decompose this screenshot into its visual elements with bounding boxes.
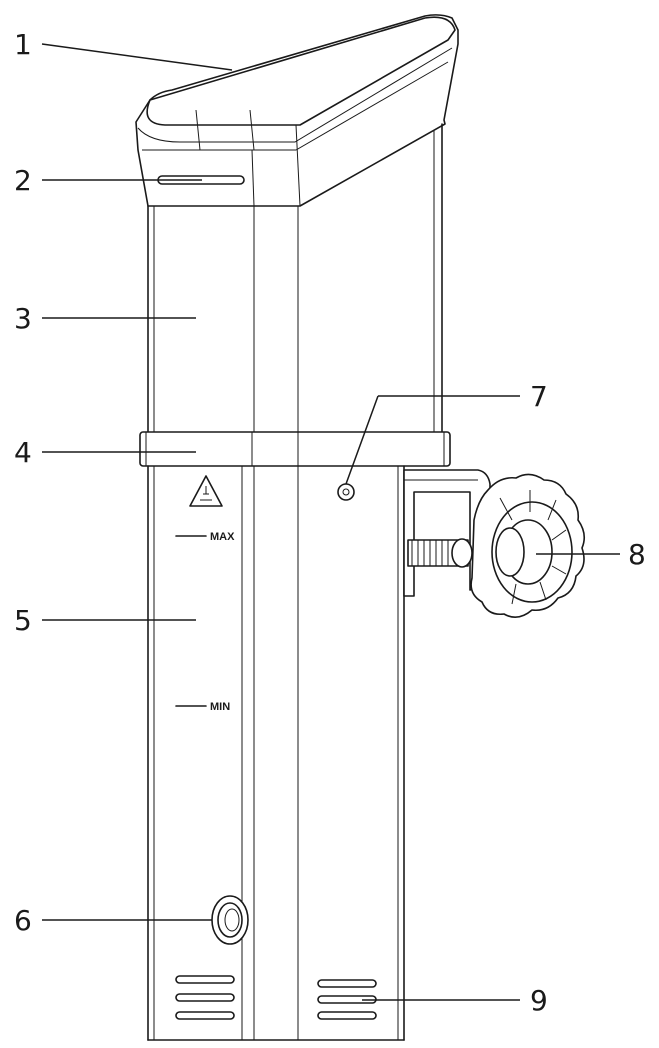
side-button: [211, 895, 249, 945]
callout-9: 9: [530, 984, 548, 1017]
collar-ring: [139, 431, 451, 467]
max-label: MAX: [210, 531, 235, 543]
lower-housing: [147, 465, 405, 1041]
callout-4: 4: [14, 436, 32, 469]
min-label: MIN: [210, 701, 230, 713]
callout-7: 7: [530, 380, 548, 413]
screw: [337, 483, 355, 501]
callout-5: 5: [14, 604, 32, 637]
upper-housing: [147, 123, 443, 435]
callout-8: 8: [628, 538, 646, 571]
callout-1: 1: [14, 28, 32, 61]
leader-7: [345, 395, 379, 485]
leader-1: [41, 43, 233, 71]
callout-3: 3: [14, 302, 32, 335]
callout-2: 2: [14, 164, 32, 197]
top-cap: [135, 14, 459, 207]
clamp-knob: [470, 473, 586, 618]
callout-6: 6: [14, 904, 32, 937]
vent-slots-left: [175, 975, 235, 1020]
hot-surface-warning-icon: [189, 475, 223, 507]
